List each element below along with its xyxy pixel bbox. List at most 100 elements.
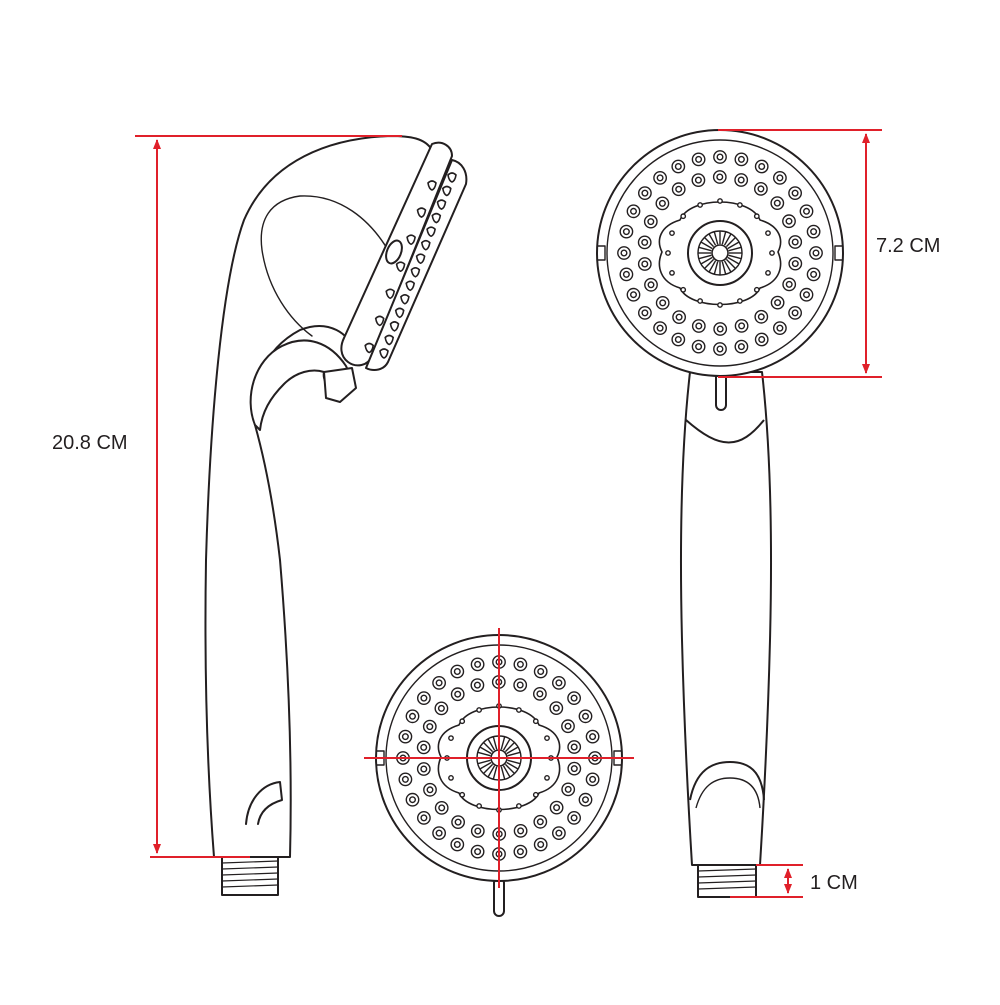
face-dial-tooth (479, 761, 492, 770)
face-nozzle-core (420, 814, 428, 822)
face-dial-tooth (477, 759, 491, 765)
front-nozzle-core (810, 228, 818, 236)
front-nozzle-core (716, 173, 724, 181)
face-nozzle-core (570, 814, 578, 822)
face-nozzle-core (517, 827, 525, 835)
front-dial-tooth (728, 254, 742, 260)
front-nozzle-core (785, 280, 793, 288)
face-spray-hole (476, 707, 482, 713)
side-nozzle (385, 288, 396, 300)
face-nozzle-core (582, 796, 590, 804)
front-spray-hole (669, 230, 675, 237)
face-spray-hole (476, 803, 482, 809)
front-nozzle-core (716, 153, 724, 161)
side-nozzle (426, 226, 436, 238)
face-dial-tooth (487, 738, 496, 751)
front-nozzle-core (757, 185, 765, 193)
side-nozzle (389, 321, 400, 332)
front-dial-tooth (725, 236, 737, 248)
front-spray-hole (765, 230, 771, 237)
front-dial-tooth (721, 261, 727, 275)
face-nozzle-core (553, 804, 561, 812)
front-spray-hole (669, 269, 675, 276)
face-spray-hole (544, 775, 550, 781)
front-nozzle-core (656, 324, 664, 332)
face-nozzle-core (564, 785, 572, 793)
front-nozzle-core (674, 162, 682, 170)
dimension-label-head-diameter: 7.2 CM (876, 235, 941, 257)
side-nozzle (415, 253, 426, 265)
front-thread (697, 864, 757, 898)
side-bottom-recess (245, 781, 283, 825)
face-nozzle-core (537, 841, 545, 849)
face-nozzle-core (420, 743, 428, 751)
face-dial-tooth (502, 738, 511, 751)
front-lower-recess-inner (695, 777, 761, 809)
face-nozzle-core (409, 712, 417, 720)
face-nozzle-core (555, 829, 563, 837)
face-spray-hole (459, 791, 466, 798)
face-nozzle-core (473, 681, 481, 689)
front-nozzle-core (785, 217, 793, 225)
face-dial-tooth (482, 763, 494, 775)
front-dial-tooth (703, 236, 715, 248)
face-nozzle-core (582, 712, 590, 720)
front-nozzle-core (716, 345, 724, 353)
face-nozzle-core (570, 743, 578, 751)
front-dial-tooth (713, 261, 719, 275)
face-nozzle-core (435, 829, 443, 837)
face-spray-hole (544, 735, 550, 741)
front-dial-tooth (708, 233, 717, 246)
front-nozzle-core (774, 299, 782, 307)
front-nozzle-core (620, 249, 628, 257)
front-nozzle-core (812, 249, 820, 257)
front-nozzle-core (738, 322, 746, 330)
side-nozzle (436, 199, 447, 210)
face-dial-tooth (504, 763, 516, 775)
front-dial-tooth (703, 258, 715, 270)
face-spray-hole (516, 707, 522, 713)
front-dial-tooth (723, 260, 732, 273)
face-dial-tooth (500, 736, 506, 750)
front-nozzle-core (810, 270, 818, 278)
face-nozzle-core (570, 765, 578, 773)
front-nozzle-core (622, 270, 630, 278)
front-spray-hole (765, 269, 771, 276)
front-nozzle-core (803, 291, 811, 299)
front-nozzle-core (791, 309, 799, 317)
side-clip-tab (323, 367, 357, 403)
face-nozzle-core (516, 660, 524, 668)
dimension-label-thread-length: 1 CM (810, 872, 858, 894)
front-nozzle-core (758, 162, 766, 170)
dimension-total-length (135, 135, 402, 858)
face-dial-tooth (492, 766, 498, 780)
face-dial-tooth (479, 746, 492, 755)
side-nozzle (420, 239, 431, 251)
front-nozzle-core (695, 322, 703, 330)
side-nozzle (405, 280, 416, 292)
face-nozzle-core (537, 668, 545, 676)
front-nozzle-core (647, 281, 655, 289)
face-dial-tooth (487, 765, 496, 778)
front-nozzle-core (630, 207, 638, 215)
front-nozzle-core (658, 199, 666, 207)
front-dial-tooth (723, 233, 732, 246)
side-button (385, 239, 403, 265)
dimension-thread-length (730, 864, 803, 898)
face-nozzle-core (516, 681, 524, 689)
front-dial-tooth (700, 241, 713, 250)
face-dial-tooth (492, 736, 498, 750)
front-spray-hole (753, 286, 760, 293)
face-spray-hole (448, 735, 454, 741)
front-view (596, 129, 844, 898)
side-handle-outline (204, 135, 433, 858)
front-nozzle-core (675, 313, 683, 321)
face-nozzle-core (570, 694, 578, 702)
side-nozzle (441, 185, 452, 197)
front-nozzle-core (641, 309, 649, 317)
side-nozzle (410, 267, 421, 278)
side-nozzle (374, 315, 385, 327)
face-nozzle-core (453, 841, 461, 849)
side-view (204, 135, 468, 896)
